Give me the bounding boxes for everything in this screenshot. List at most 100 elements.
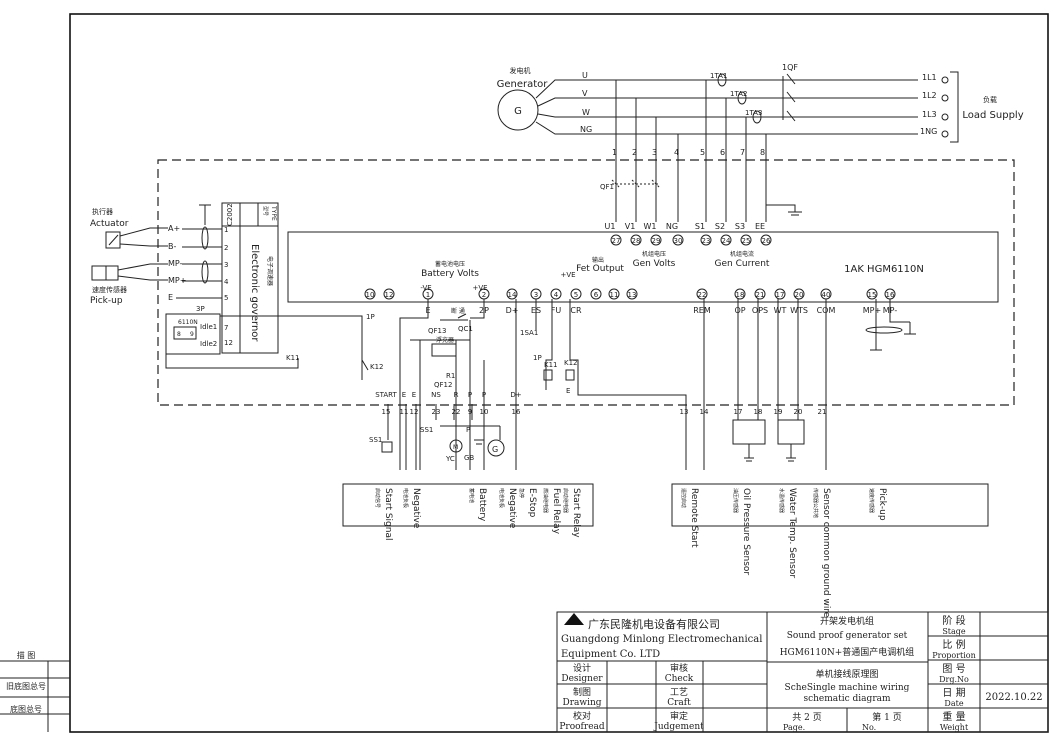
signal-label: Pick-up	[877, 488, 887, 521]
strip-terminal-number: 15	[382, 408, 391, 416]
bottom-terminal-label: OPS	[752, 306, 768, 315]
bottom-terminal-number: 17	[776, 291, 785, 299]
bottom-terminal-circle	[734, 288, 746, 300]
judgement-en: Judgement	[653, 722, 704, 732]
company-cn: 广东民隆机电设备有限公司	[588, 617, 720, 631]
check-cn: 审核	[670, 662, 688, 674]
pickup-cn: 速度传感器	[92, 285, 127, 294]
bus-4: 4	[674, 148, 679, 157]
bottom-terminal-circle	[774, 288, 786, 300]
bottom-terminal-number: 3	[534, 291, 538, 299]
bottom-terminal-circle	[626, 288, 638, 300]
bottom-terminal-label: WT	[774, 306, 787, 315]
starter-motor	[449, 439, 463, 453]
bottom-terminal-number: 22	[698, 291, 707, 299]
strip-terminal-number: 9	[468, 408, 472, 416]
top-terminal-number: 23	[702, 237, 711, 245]
drawing-en: Drawing	[562, 698, 601, 708]
bottom-terminal-circle	[570, 288, 582, 300]
bottom-terminal-number: 40	[822, 291, 831, 299]
actuator-label: Actuator	[90, 219, 129, 229]
load-l2: 1L2	[922, 91, 937, 100]
pages-total: 共 2 页	[792, 712, 821, 723]
k12-label: K12	[370, 363, 384, 371]
signal-label-cn: 燃油继电器	[542, 488, 549, 513]
bus-7: 7	[740, 148, 745, 157]
phase-w: W	[582, 108, 590, 117]
sheet-title-en-2: schematic diagram	[803, 694, 891, 704]
bottom-terminal-number: 2	[482, 291, 486, 299]
company-en-1: Guangdong Minlong Electromechanical	[561, 634, 762, 645]
signal-label: Negative	[411, 488, 421, 529]
bottom-terminal-number: 1	[426, 291, 430, 299]
company-en-2: Equipment Co. LTD	[561, 649, 660, 660]
generator-g: G	[514, 106, 522, 117]
governor-model: C2002	[226, 203, 234, 226]
strip-terminal-number: 13	[680, 408, 689, 416]
actuator-cn: 执行器	[92, 207, 113, 216]
strip-terminal-label: P	[482, 391, 486, 399]
stage-cn: 阶 段	[942, 614, 965, 627]
governor-box	[221, 202, 279, 354]
load-l3: 1L3	[922, 110, 937, 119]
top-terminal-label: S2	[715, 222, 725, 231]
signal-label-cn: 电池负极	[402, 488, 409, 508]
bottom-terminal-circle	[506, 288, 518, 300]
pickup-symbol	[91, 265, 107, 281]
strip-terminal-number: 20	[794, 408, 803, 416]
top-terminal-label: EE	[755, 222, 765, 231]
ss1-b-label: SS1	[420, 426, 433, 434]
bottom-terminal-number: 21	[756, 291, 765, 299]
gen-volts-label: Gen Volts	[633, 259, 676, 269]
idle-contact-9: 9	[190, 331, 194, 338]
governor-cn: 电子调速器	[266, 256, 274, 286]
page-en: Page.	[783, 723, 805, 732]
gen-volts-cn: 机组电压	[642, 250, 666, 258]
generator-cn: 发电机	[510, 66, 531, 75]
fet-ve-pos: +VE	[560, 271, 575, 279]
signal-label: Oil Pressure Sensor	[741, 488, 751, 575]
bus-2: 2	[632, 148, 637, 157]
signal-label: Sensor common ground wire	[821, 488, 831, 618]
top-terminal-number: 26	[762, 237, 771, 245]
sheet-number: 第 1 页	[872, 711, 901, 723]
signal-label-cn: 启动继电器	[562, 488, 569, 513]
bottom-terminal-label: CR	[570, 306, 582, 315]
bottom-terminal-number: 20	[795, 291, 804, 299]
signal-box-left	[342, 483, 594, 527]
bottom-terminal-number: 10	[366, 291, 375, 299]
signal-label: Start Relay	[571, 488, 581, 538]
idle-model: 6110N	[178, 319, 198, 326]
load-supply-cn: 负载	[983, 95, 997, 104]
signal-label-cn: 速度传感器	[868, 488, 875, 513]
generator-symbol	[497, 89, 539, 131]
sheet-title-cn: 单机接线原理图	[815, 668, 878, 680]
breaker-label: 1QF	[782, 63, 798, 72]
switch-cn: 断 通	[451, 307, 465, 315]
craft-en: Craft	[667, 698, 691, 708]
charging-generator	[487, 439, 505, 457]
ve-neg: -VE	[420, 284, 431, 292]
weight-en: Weight	[940, 723, 969, 732]
wire-a-plus: A+	[168, 224, 180, 233]
bottom-terminal-circle	[793, 288, 805, 300]
strip-terminal-number: 21	[818, 408, 827, 416]
bottom-terminal-label: WTS	[790, 306, 808, 315]
signal-label-cn: 启动信号	[374, 488, 381, 508]
load-ng: 1NG	[920, 127, 937, 136]
bottom-terminal-circle	[754, 288, 766, 300]
k11-label: K11	[286, 354, 300, 362]
date-cn: 日 期	[942, 687, 965, 699]
strip-terminal-number: 18	[754, 408, 763, 416]
top-terminal-number: 30	[674, 237, 683, 245]
top-terminal-label: S1	[695, 222, 705, 231]
pickup-label: Pick-up	[90, 296, 123, 306]
charger-g: G	[492, 445, 498, 454]
governor-terminal-number: 4	[224, 278, 229, 286]
bottom-terminal-label: FU	[551, 306, 562, 315]
fet-output-cn: 输出	[592, 256, 604, 264]
governor-terminal-number: 5	[224, 294, 228, 302]
sa1-label: 1SA1	[520, 329, 538, 337]
